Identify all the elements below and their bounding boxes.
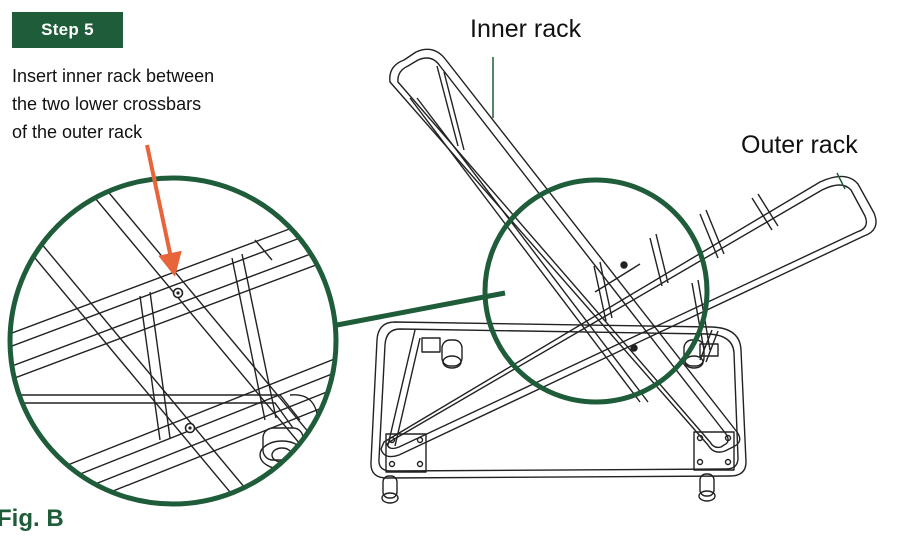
instruction-line: the two lower crossbars (12, 94, 202, 114)
outer-rack-label: Outer rack (741, 131, 858, 159)
instruction-line: Insert inner rack between (12, 66, 215, 86)
orange-pointer-arrow (145, 144, 182, 277)
caster-wheels (381, 337, 719, 504)
zoom-connector-line (336, 290, 506, 328)
instruction-text: Insert inner rack between the two lower … (12, 62, 302, 146)
outer-rack-leader-line (836, 172, 846, 190)
rack-cart-drawing (370, 48, 877, 504)
inner-rack (389, 48, 741, 453)
zoom-circle (7, 175, 339, 507)
instruction-line: of the outer rack (12, 122, 143, 142)
figure-caption: Fig. B (0, 505, 64, 532)
magnifier-circle (482, 177, 710, 405)
outer-rack (380, 175, 877, 458)
corner-plate (385, 431, 735, 473)
zoom-detail (7, 175, 339, 507)
step-badge: Step 5 (12, 12, 123, 48)
inner-rack-label: Inner rack (470, 15, 582, 43)
